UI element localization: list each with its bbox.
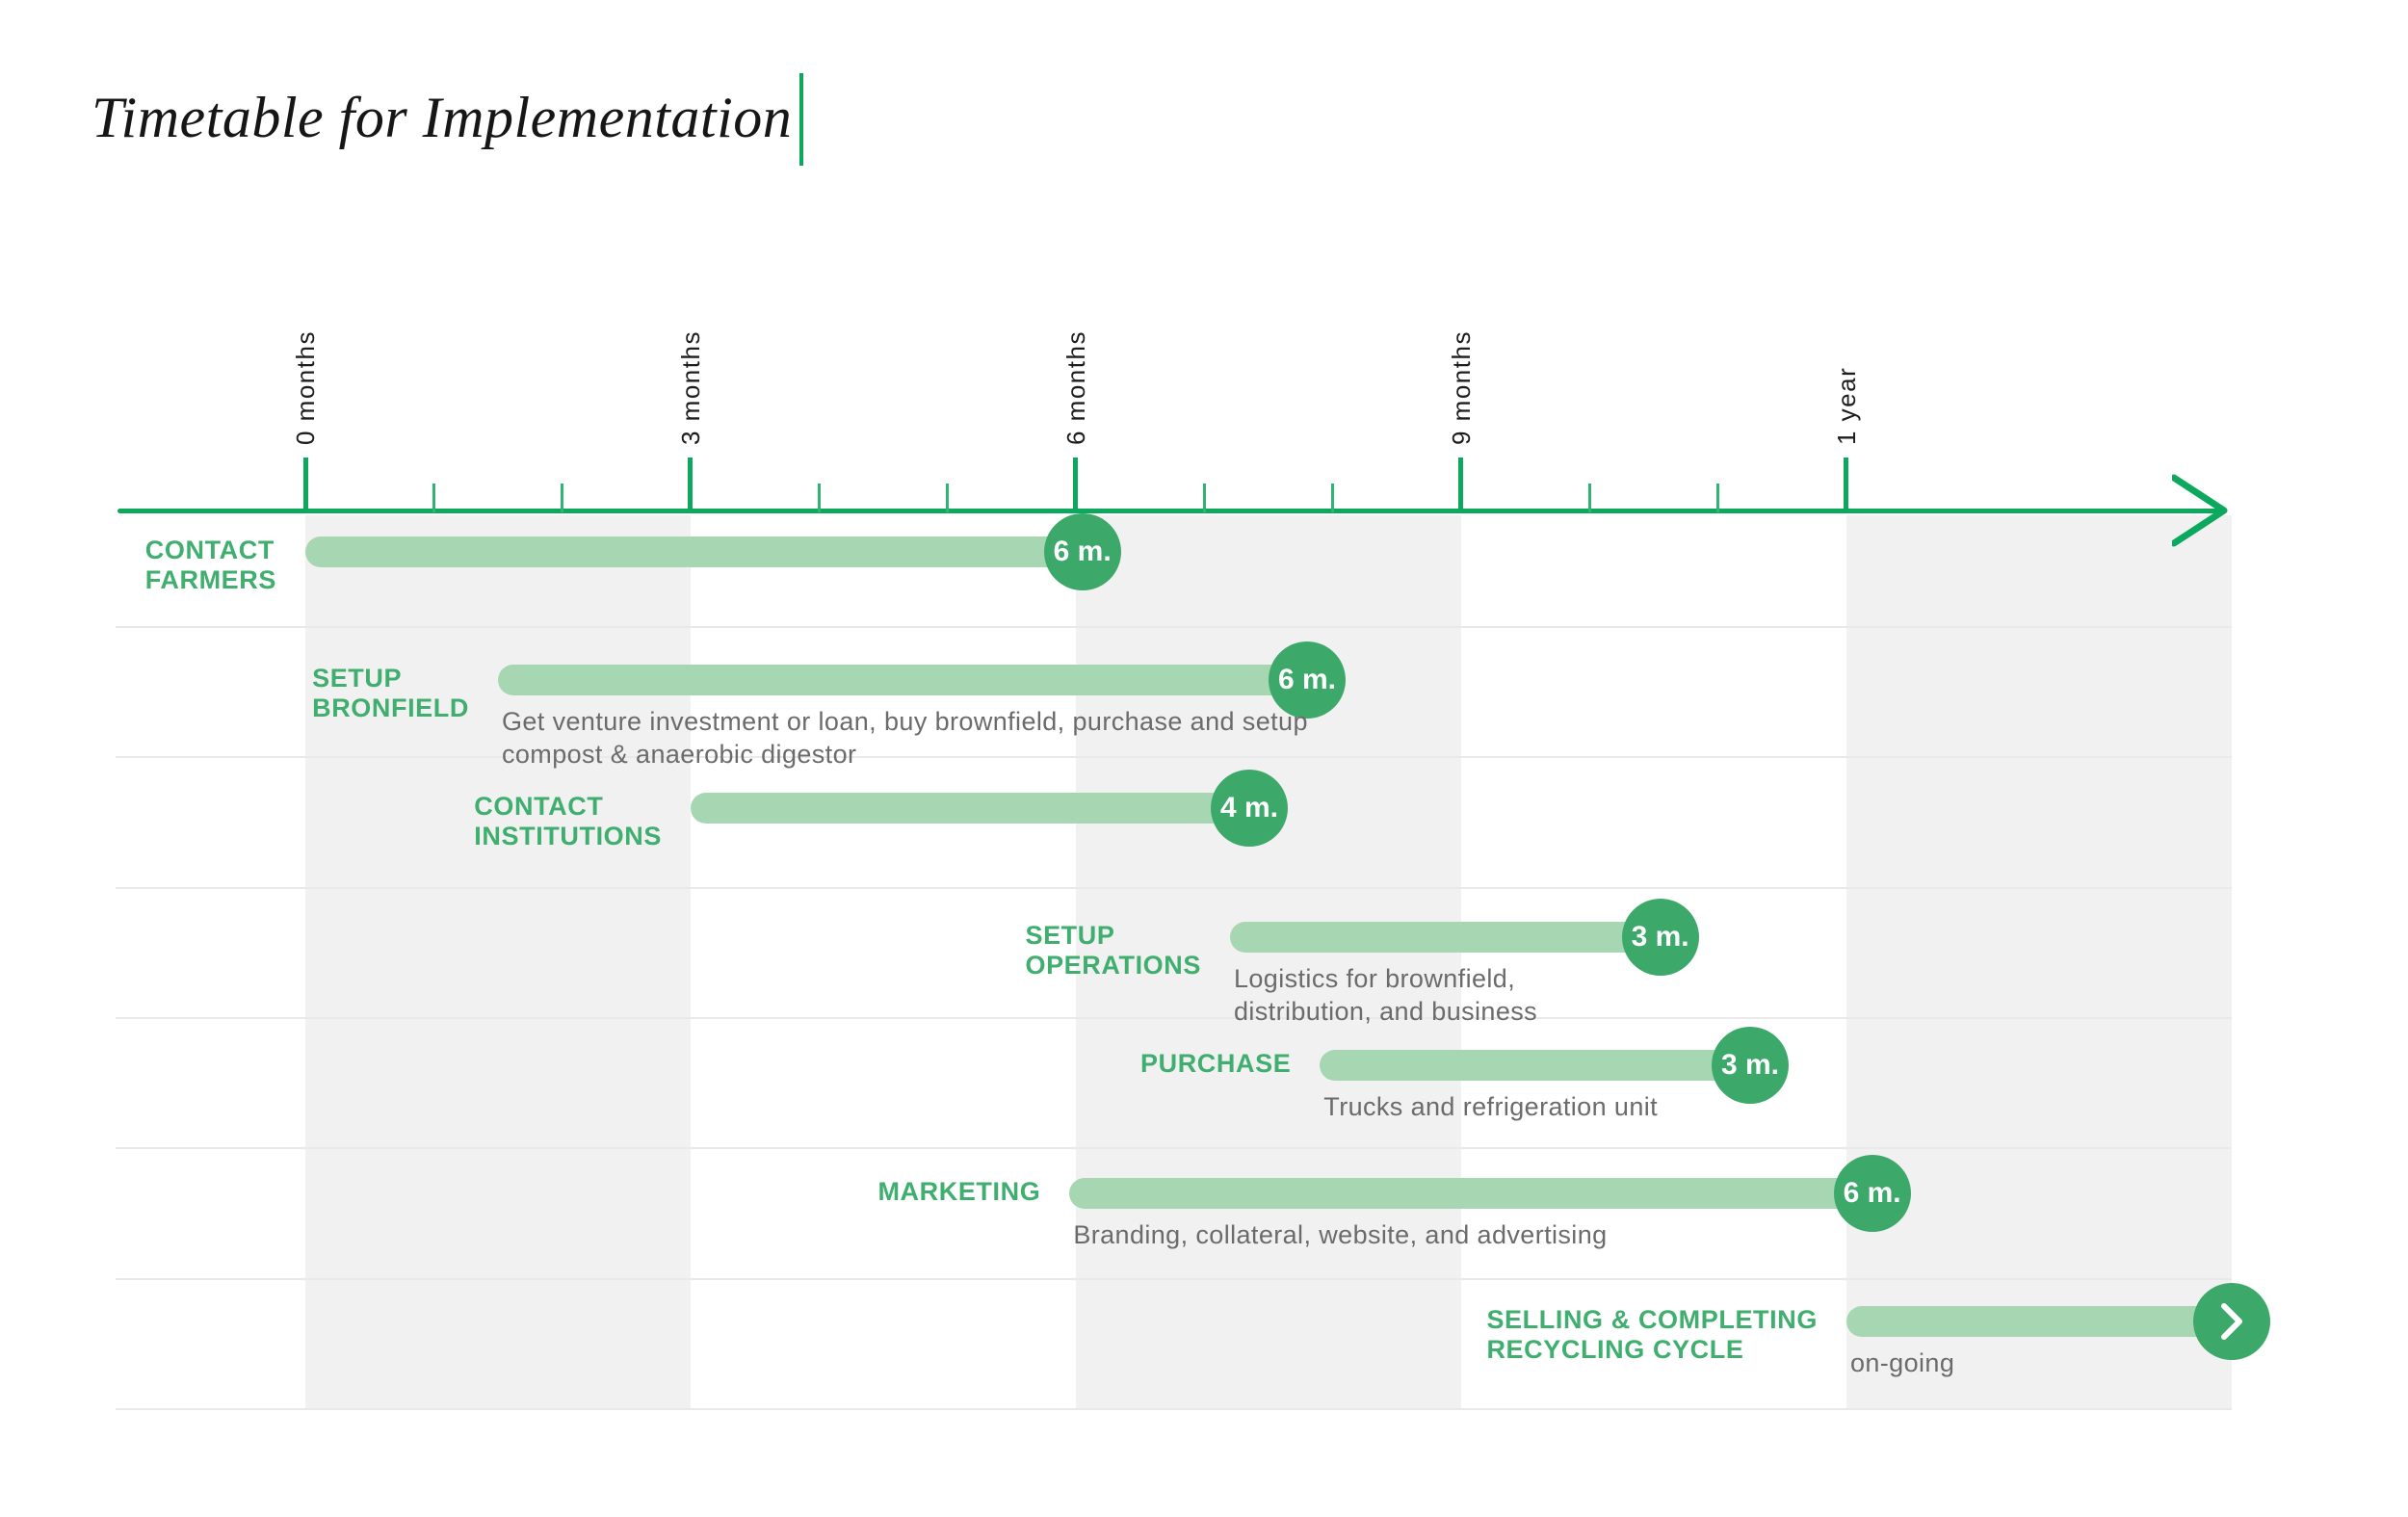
task-bar — [1320, 1049, 1769, 1081]
task-bar — [690, 793, 1269, 824]
axis-major-tick — [688, 458, 694, 512]
task-duration-badge — [2192, 1283, 2270, 1361]
axis-arrow-icon — [2172, 474, 2228, 547]
quarter-band — [1845, 515, 2232, 1408]
task-bar — [1229, 921, 1680, 953]
arrow-right-icon — [2220, 1303, 2242, 1341]
axis-minor-tick — [432, 484, 435, 512]
axis-minor-tick — [1202, 484, 1206, 512]
task-label: SELLING & COMPLETING RECYCLING CYCLE — [1486, 1305, 1818, 1365]
axis-minor-tick — [1587, 484, 1591, 512]
task-label: CONTACT INSTITUTIONS — [474, 792, 662, 851]
axis-minor-tick — [946, 484, 950, 512]
task-description: Logistics for brownfield, distribution, … — [1233, 963, 1538, 1026]
axis-major-tick — [1458, 458, 1464, 512]
axis-line — [118, 509, 2220, 513]
task-duration-badge: 4 m. — [1210, 770, 1288, 848]
row-separator — [116, 1277, 2232, 1280]
axis-minor-tick — [1716, 484, 1720, 512]
axis-minor-tick — [561, 484, 564, 512]
axis-tick-label: 9 months — [1446, 330, 1476, 445]
row-separator — [116, 626, 2232, 628]
task-description: Get venture investment or loan, buy brow… — [501, 707, 1308, 770]
title-accent-rule — [799, 73, 803, 166]
axis-tick-label: 3 months — [675, 330, 705, 445]
task-description: Branding, collateral, website, and adver… — [1073, 1219, 1608, 1249]
row-separator — [116, 756, 2232, 759]
task-label: CONTACT FARMERS — [144, 536, 276, 594]
axis-minor-tick — [817, 484, 821, 512]
axis-major-tick — [1073, 458, 1079, 512]
row-separator — [116, 1016, 2232, 1019]
task-bar — [305, 536, 1102, 567]
task-duration-badge: 3 m. — [1711, 1026, 1789, 1104]
axis-tick-label: 0 months — [291, 330, 320, 445]
page-title: Timetable for Implementation — [92, 86, 793, 149]
row-separator — [116, 1147, 2232, 1150]
task-description: Trucks and refrigeration unit — [1323, 1091, 1659, 1121]
axis-minor-tick — [1331, 484, 1335, 512]
axis-major-tick — [302, 458, 308, 512]
task-bar — [497, 665, 1326, 696]
axis-major-tick — [1844, 458, 1849, 512]
task-bar — [1845, 1306, 2251, 1338]
task-duration-badge: 3 m. — [1621, 898, 1699, 976]
quarter-band — [305, 515, 691, 1408]
axis-tick-label: 1 year — [1831, 366, 1861, 445]
task-label: PURCHASE — [1139, 1048, 1292, 1078]
row-separator — [116, 1407, 2232, 1410]
task-duration-badge: 6 m. — [1268, 641, 1346, 719]
task-duration-badge: 6 m. — [1043, 513, 1121, 590]
row-separator — [116, 886, 2232, 889]
task-label: SETUP OPERATIONS — [1025, 920, 1201, 980]
task-bar — [1069, 1177, 1892, 1209]
task-label: MARKETING — [877, 1176, 1041, 1206]
task-description: on-going — [1849, 1348, 1955, 1378]
quarter-band — [1075, 515, 1461, 1408]
task-duration-badge: 6 m. — [1833, 1154, 1911, 1232]
axis-tick-label: 6 months — [1060, 330, 1090, 445]
task-label: SETUP BRONFIELD — [312, 664, 469, 723]
